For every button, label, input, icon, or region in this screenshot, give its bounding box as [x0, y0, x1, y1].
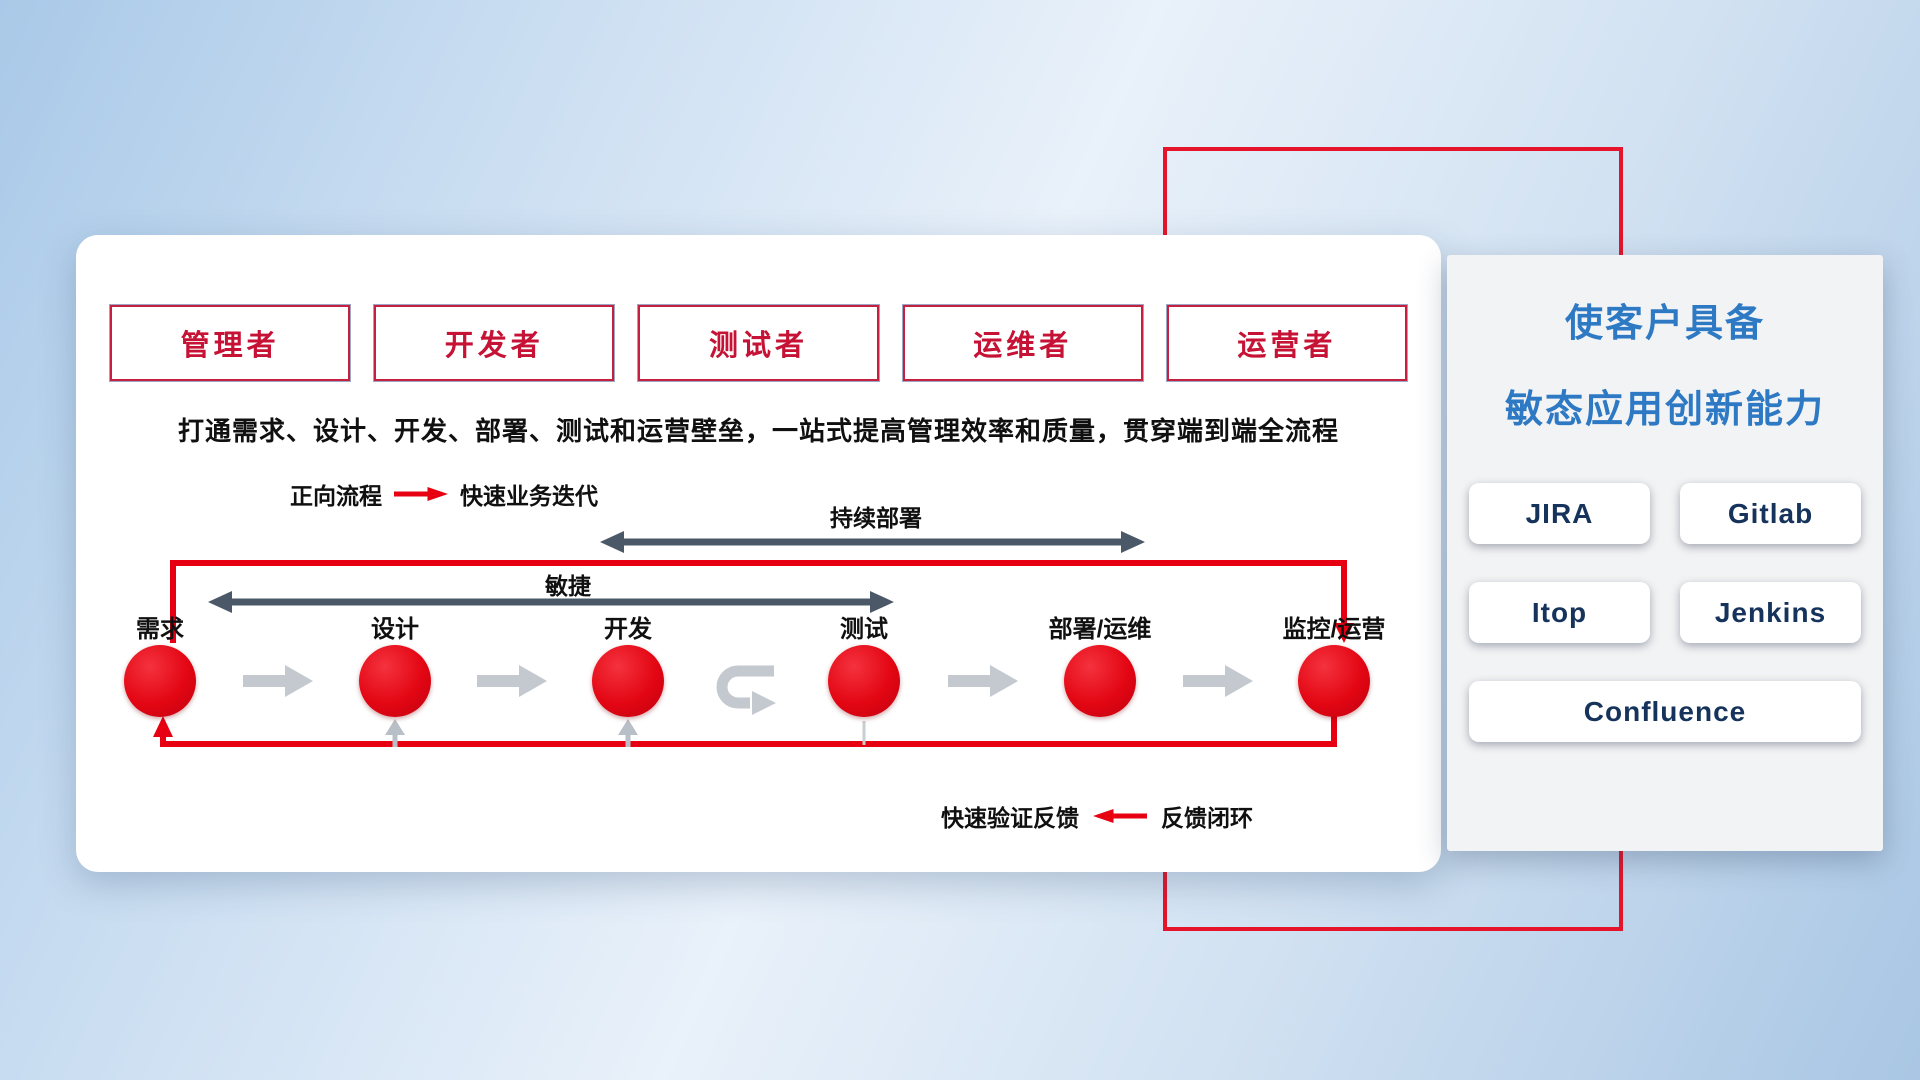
capability-panel: 使客户具备 敏态应用创新能力 JIRA Gitlab Itop Jenkins … [1447, 255, 1883, 851]
tool-jira: JIRA [1469, 483, 1650, 544]
role-box-tester: 测试者 [638, 305, 879, 381]
tool-itop: Itop [1469, 582, 1650, 643]
role-box-operator: 运营者 [1166, 305, 1408, 381]
legend-forward-label: 正向流程 [290, 483, 382, 509]
flow-lines-graphic [153, 531, 1354, 747]
red-forward-loop [170, 560, 1354, 643]
role-box-developer: 开发者 [374, 305, 615, 381]
description-text: 打通需求、设计、开发、部署、测试和运营壁垒，一站式提高管理效率和质量，贯穿端到端… [177, 416, 1339, 446]
legend-forward: 正向流程 快速业务迭代 [290, 477, 598, 511]
feedback-up-arrows [385, 719, 866, 747]
role-label: 运维者 [973, 330, 1073, 362]
stage-arrow-icons [243, 665, 1253, 697]
stage-node-monitor-operate [1298, 645, 1370, 717]
stage-label-monitor-operate: 监控/运营 [1282, 616, 1386, 643]
continuous-deployment-label: 持续部署 [830, 505, 922, 531]
legend-feedback: 快速验证反馈 反馈闭环 [941, 799, 1253, 833]
roles-row: 管理者 开发者 测试者 运维者 运营者 [110, 305, 1408, 381]
stage-node-design [359, 645, 431, 717]
stage-label-development: 开发 [604, 616, 652, 643]
devops-flow-card: 管理者 开发者 测试者 运维者 运营者 打通需求、设计、开发、部署、测试和运营壁… [76, 235, 1441, 872]
role-label: 管理者 [180, 330, 280, 362]
stage-label-deploy-ops: 部署/运维 [1048, 616, 1152, 643]
red-feedback-loop [153, 713, 1337, 747]
agile-arrow [208, 591, 894, 613]
role-label: 开发者 [444, 330, 544, 362]
tool-confluence: Confluence [1469, 681, 1861, 742]
tool-jenkins: Jenkins [1680, 582, 1861, 643]
role-box-ops: 运维者 [902, 305, 1143, 381]
agile-label: 敏捷 [545, 573, 591, 599]
role-box-manager: 管理者 [110, 305, 351, 381]
stage-label-design: 设计 [371, 616, 419, 643]
tool-gitlab: Gitlab [1680, 483, 1861, 544]
iteration-loop-icon [716, 665, 776, 715]
stage-node-development [592, 645, 664, 717]
panel-title-line1: 使客户具备 [1564, 303, 1765, 345]
legend-feedback-label: 快速验证反馈 [941, 805, 1079, 831]
panel-title: 使客户具备 敏态应用创新能力 [1447, 255, 1883, 453]
stage-node-requirements [124, 645, 196, 717]
role-label: 运营者 [1237, 330, 1337, 362]
panel-title-line2: 敏态应用创新能力 [1504, 389, 1825, 431]
tool-grid: JIRA Gitlab Itop Jenkins Confluence [1469, 483, 1861, 742]
stage-label-testing: 测试 [840, 616, 888, 643]
stage-node-testing [828, 645, 900, 717]
role-label: 测试者 [709, 330, 809, 362]
legend-feedback-value: 反馈闭环 [1161, 805, 1253, 831]
stage-label-requirements: 需求 [136, 616, 184, 643]
legend-forward-value: 快速业务迭代 [460, 483, 598, 509]
stage-node-deploy-ops [1064, 645, 1136, 717]
continuous-deployment-arrow [600, 531, 1145, 553]
